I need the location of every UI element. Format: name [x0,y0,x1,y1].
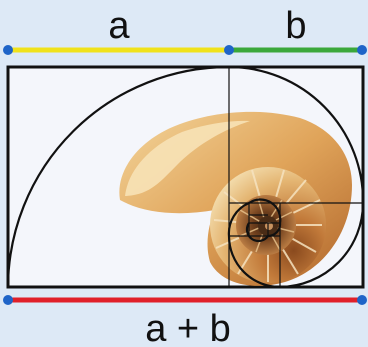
endpoint-left-top [3,45,13,55]
endpoint-middle-top [224,45,234,55]
label-a: a [108,5,130,47]
label-a-plus-b: a + b [145,308,231,347]
endpoint-right-bottom [357,295,367,305]
endpoint-left-bottom [3,295,13,305]
endpoint-right-top [357,45,367,55]
label-b: b [285,5,306,47]
